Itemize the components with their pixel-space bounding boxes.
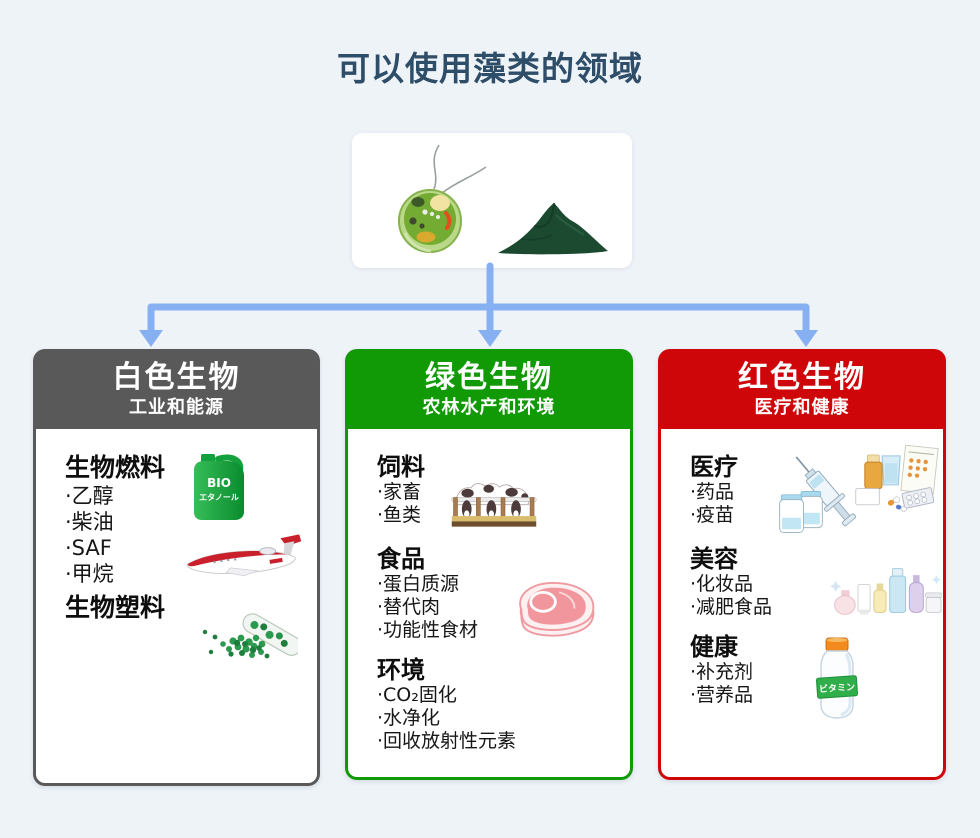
column-red-bio: 红色生物 医疗和健康 医疗 ·药品 ·疫苗 美容 ·化妆品 ·减肥食品 健康 ·… [658,349,946,780]
cosmetics-icon [830,563,942,619]
section-heading: 生物塑料 [65,593,166,622]
list-item: ·柴油 [65,510,114,534]
list-item: ·CO₂固化 [377,684,457,706]
list-item: ·蛋白质源 [377,573,460,595]
list-item: ·药品 [690,481,735,503]
list-item: ·替代肉 [377,596,441,618]
column-title: 红色生物 [738,360,866,395]
column-white-body: 生物燃料 ·乙醇 ·柴油 ·SAF ·甲烷 生物塑料 [36,429,317,783]
list-item: ·回收放射性元素 [377,730,517,752]
section-heading: 食品 [377,545,425,573]
svg-text:ビタミン: ビタミン [819,681,856,695]
list-item: ·鱼类 [377,504,422,526]
column-title: 绿色生物 [425,360,553,395]
column-white-header: 白色生物 工业和能源 [33,349,320,429]
list-item: ·补充剂 [690,661,754,683]
meat-steak-icon [508,577,598,639]
list-item: ·水净化 [377,707,441,729]
section-heading: 美容 [690,545,738,573]
bio-ethanol-jug-icon: BIO エタノール [190,453,248,521]
bioplastic-pellets-icon [193,597,298,669]
svg-text:BIO: BIO [207,476,231,490]
column-subtitle: 农林水产和环境 [422,397,556,418]
medicine-set-icon [853,445,941,513]
list-item: ·功能性食材 [377,619,479,641]
list-item: ·甲烷 [65,562,114,586]
vitamin-bottle-icon: ビタミン [813,637,861,721]
list-item: ·SAF [65,536,112,560]
list-item: ·化妆品 [690,573,754,595]
list-item: ·乙醇 [65,484,114,508]
column-subtitle: 医疗和健康 [754,397,850,418]
section-heading: 饲料 [377,453,425,481]
syringe-vaccine-icon [778,437,856,541]
algae-image-card [352,133,632,268]
cattle-feedlot-icon [450,473,538,531]
list-item: ·疫苗 [690,504,735,526]
page-title: 可以使用藻类的领域 [337,49,643,88]
list-item: ·营养品 [690,684,754,706]
column-red-header: 红色生物 医疗和健康 [658,349,946,429]
section-heading: 健康 [690,633,738,661]
column-subtitle: 工业和能源 [129,397,224,418]
column-green-bio: 绿色生物 农林水产和环境 饲料 ·家畜 ·鱼类 食品 ·蛋白质源 ·替代肉 ·功… [345,349,633,780]
algae-powder-icon [498,202,608,255]
column-title: 白色生物 [112,360,241,395]
section-heading: 环境 [377,656,425,684]
svg-text:エタノール: エタノール [199,492,239,502]
algae-cell-icon [398,144,487,253]
list-item: ·家畜 [377,481,422,503]
column-white-bio: 白色生物 工业和能源 生物燃料 ·乙醇 ·柴油 ·SAF ·甲烷 生物塑料 BI… [33,349,320,786]
jet-plane-icon [185,526,313,590]
section-heading: 生物燃料 [65,453,166,482]
section-heading: 医疗 [690,453,738,481]
list-item: ·减肥食品 [690,596,773,618]
column-green-header: 绿色生物 农林水产和环境 [345,349,633,429]
